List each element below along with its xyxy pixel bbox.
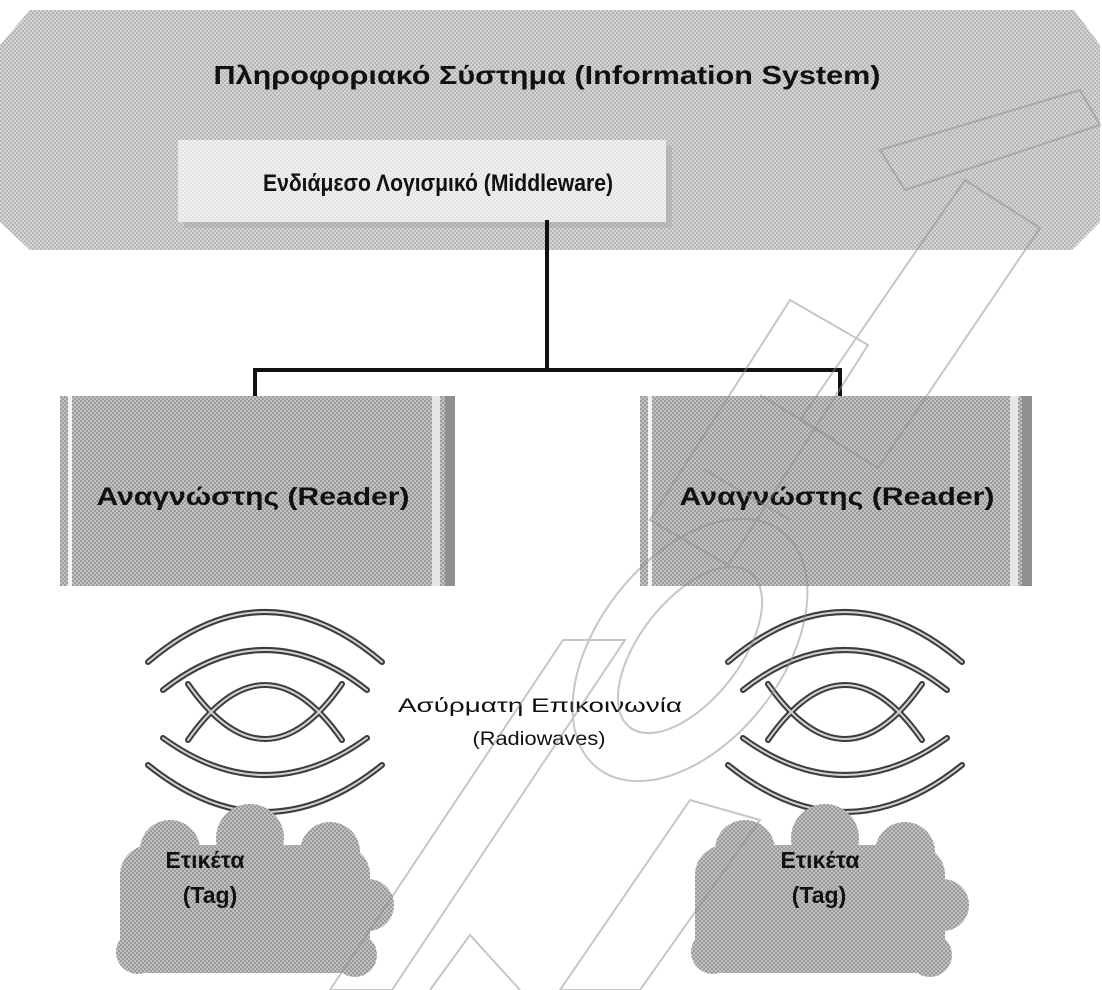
radiowave-icon <box>145 609 385 815</box>
tag-left-label-line2: (Tag) <box>183 882 238 908</box>
information-system-label: Πληροφοριακό Σύστημα (Information System… <box>214 60 881 90</box>
reader-left-edge-highlight <box>68 396 72 586</box>
tag-right: Ετικέτα (Tag) <box>691 804 969 977</box>
tag-left: Ετικέτα (Tag) <box>116 804 394 977</box>
wireless-label-line1: Ασύρματη Επικοινωνία <box>398 696 682 717</box>
middleware-box <box>178 140 666 222</box>
connector-lines <box>253 220 842 400</box>
reader-left-side-bar-light <box>432 396 440 586</box>
reader-left-side-bar-dark <box>445 396 455 586</box>
reader-right: Αναγνώστης (Reader) <box>640 396 1032 586</box>
reader-right-box <box>640 396 1032 586</box>
reader-right-edge-highlight <box>648 396 652 586</box>
reader-right-side-bar-dark <box>1022 396 1032 586</box>
watermark <box>328 88 1102 990</box>
tag-right-label-line2: (Tag) <box>792 882 847 908</box>
cloud-shape <box>691 804 969 977</box>
reader-left: Αναγνώστης (Reader) <box>60 396 455 586</box>
middleware-label: Ενδιάμεσο Λογισμικό (Middleware) <box>263 170 613 197</box>
tag-right-label-line1: Ετικέτα <box>781 847 860 873</box>
cloud-shape <box>116 804 394 977</box>
wireless-label-line2: (Radiowaves) <box>473 729 606 750</box>
radiowave-icon <box>725 609 965 815</box>
reader-right-label: Αναγνώστης (Reader) <box>680 483 995 511</box>
reader-right-side-bar-light <box>1010 396 1018 586</box>
tag-left-label-line1: Ετικέτα <box>166 847 245 873</box>
reader-left-label: Αναγνώστης (Reader) <box>97 483 410 511</box>
radiowave-right-inner <box>727 611 963 813</box>
reader-left-box <box>60 396 455 586</box>
